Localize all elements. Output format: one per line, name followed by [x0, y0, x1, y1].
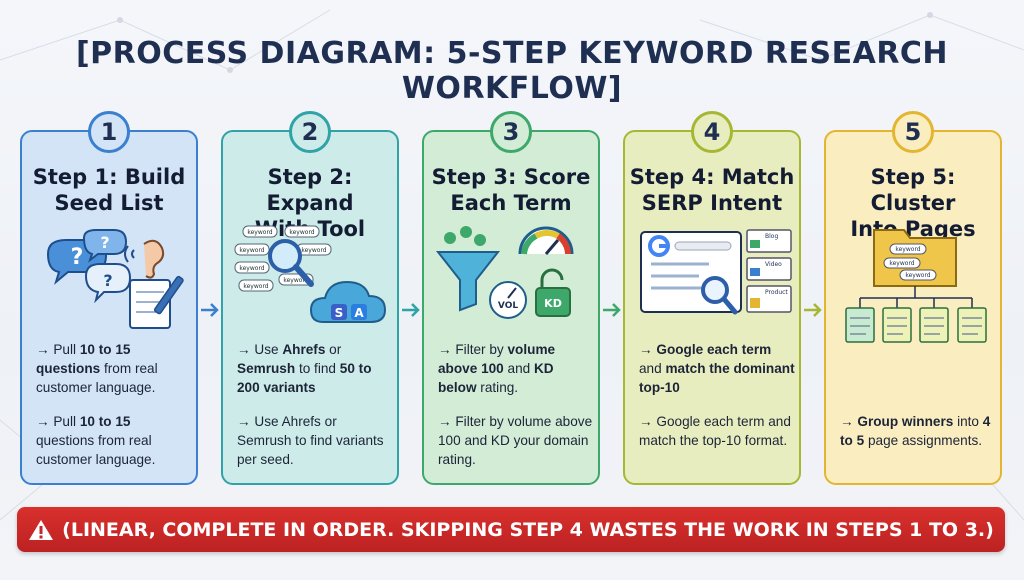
step-title-line: Seed List: [54, 191, 164, 215]
bullet-text: questions from real customer language.: [36, 433, 156, 467]
bullet-text: to find: [295, 361, 340, 376]
arrow-right-icon: [603, 303, 621, 317]
arrow-right-icon: [804, 303, 822, 317]
bullet-bold-text: 10 to 15: [79, 414, 131, 429]
step-bullet: → Filter by volume above 100 and KD your…: [438, 412, 594, 469]
step-title-line: Step 3: Score: [431, 165, 591, 189]
step-title-line: Step 2: Expand: [266, 165, 354, 215]
funnel-gauge-icon: VOL KD: [435, 226, 574, 319]
bullet-bold-text: 50 to 200 variants: [237, 361, 372, 395]
step-title: Step 4: Match SERP Intent: [625, 164, 799, 216]
result-label: Product: [765, 289, 788, 296]
bullet-text: → Filter by: [438, 342, 508, 357]
bullet-text: → Pull: [36, 342, 80, 357]
bullet-bold-text: Semrush: [237, 361, 296, 376]
keyword-chip: keyword: [889, 260, 914, 267]
step-title: Step 3: Score Each Term: [424, 164, 598, 216]
bullet-text: →: [639, 342, 657, 357]
step-number-badge: 5: [892, 111, 934, 153]
step-title: Step 1: Build Seed List: [22, 164, 196, 216]
step-card-4: Step 4: Match SERP Intent Blog Video Pro…: [623, 130, 801, 485]
result-label: Video: [765, 261, 782, 268]
step-title-line: Step 1: Build: [32, 165, 186, 189]
step-bullet: → Pull 10 to 15 questions from real cust…: [36, 340, 192, 397]
keyword-search-icon: keyword keyword keyword keyword keyword …: [234, 225, 387, 323]
step-number-badge: 3: [490, 111, 532, 153]
bullet-text: → Google each term and match the top-10 …: [639, 414, 791, 448]
bullet-bold-text: Group winners: [857, 414, 954, 429]
step-number-badge: 2: [289, 111, 331, 153]
diagram-title: [PROCESS DIAGRAM: 5-STEP KEYWORD RESEARC…: [75, 36, 949, 106]
bullet-text: → Filter by volume above 100 and KD your…: [438, 414, 593, 467]
bullet-bold-text: 4 to 5: [840, 414, 991, 448]
arrow-right-icon: [201, 303, 219, 317]
step-bullet: → Group winners into 4 to 5 page assignm…: [840, 412, 996, 450]
bullet-bold-text: 10 to 15 questions: [36, 342, 131, 376]
keyword-chip: keyword: [239, 265, 264, 272]
tool-letter: S: [335, 306, 344, 320]
bullet-bold-text: Google each term: [656, 342, 772, 357]
bullet-text: → Use Ahrefs or Semrush to find variants…: [237, 414, 384, 467]
tool-letter: A: [354, 306, 364, 320]
bullet-text: and: [503, 361, 534, 376]
svg-text:?: ?: [100, 233, 109, 252]
bullet-text: →: [840, 414, 858, 429]
step-card-2: Step 2: Expand With Tool keyword keyword…: [221, 130, 399, 485]
step-bullet: → Use Ahrefs or Semrush to find 50 to 20…: [237, 340, 393, 397]
step-bullet: → Filter by volume above 100 and KD belo…: [438, 340, 594, 397]
warning-text: (LINEAR, COMPLETE IN ORDER. SKIPPING STE…: [62, 518, 994, 541]
warning-icon: [29, 519, 54, 540]
result-label: Blog: [765, 233, 778, 240]
bullet-text: page assignments.: [864, 433, 983, 448]
keyword-chip: keyword: [283, 277, 308, 284]
step-bullet: → Pull 10 to 15 questions from real cust…: [36, 412, 192, 469]
step-bullet: → Google each term and match the dominan…: [639, 340, 795, 397]
bullet-text: → Pull: [36, 414, 80, 429]
bullet-text: and: [639, 361, 666, 376]
keyword-chip: keyword: [905, 272, 930, 279]
bullet-text: or: [325, 342, 342, 357]
keyword-chip: keyword: [301, 247, 326, 254]
keyword-chip: keyword: [895, 246, 920, 253]
step-title-line: Each Term: [450, 191, 572, 215]
warning-banner: (LINEAR, COMPLETE IN ORDER. SKIPPING STE…: [17, 507, 1005, 552]
bullet-bold-text: match the dominant top-10: [639, 361, 795, 395]
folder-cluster-icon: keyword keyword keyword: [845, 229, 987, 343]
arrow-right-icon: [402, 303, 420, 317]
step-number-badge: 1: [88, 111, 130, 153]
step-card-5: Step 5: Cluster Into Pages keyword keywo…: [824, 130, 1002, 485]
step-bullet: → Google each term and match the top-10 …: [639, 412, 795, 450]
step-title-line: Step 4: Match: [629, 165, 795, 189]
step-number-badge: 4: [691, 111, 733, 153]
gauge-label: VOL: [498, 301, 518, 311]
keyword-chip: keyword: [289, 229, 314, 236]
keyword-chip: keyword: [243, 283, 268, 290]
gauge-label: KD: [544, 297, 562, 310]
svg-text:?: ?: [71, 245, 84, 270]
step-title: Step 5: Cluster Into Pages: [826, 164, 1000, 242]
bullet-text: from real customer language.: [36, 361, 158, 395]
keyword-chip: keyword: [247, 229, 272, 236]
bullet-bold-text: KD below: [438, 361, 554, 395]
step-title-line: Step 5: Cluster: [870, 165, 956, 215]
bullet-bold-text: volume above 100: [438, 342, 556, 376]
step-card-1: Step 1: Build Seed List ? ? ? → Pull 10 …: [20, 130, 198, 485]
bullet-text: → Use: [237, 342, 283, 357]
bullet-bold-text: Ahrefs: [282, 342, 326, 357]
serp-results-icon: Blog Video Product: [640, 229, 792, 315]
step-bullet: → Use Ahrefs or Semrush to find variants…: [237, 412, 393, 469]
bullet-text: into: [953, 414, 983, 429]
step-title-line: SERP Intent: [641, 191, 783, 215]
step-card-3: Step 3: Score Each Term VOL KD → Filter …: [422, 130, 600, 485]
svg-text:?: ?: [103, 271, 112, 290]
keyword-chip: keyword: [239, 247, 264, 254]
question-bubbles-icon: ? ? ?: [46, 229, 184, 329]
bullet-text: rating.: [476, 380, 519, 395]
